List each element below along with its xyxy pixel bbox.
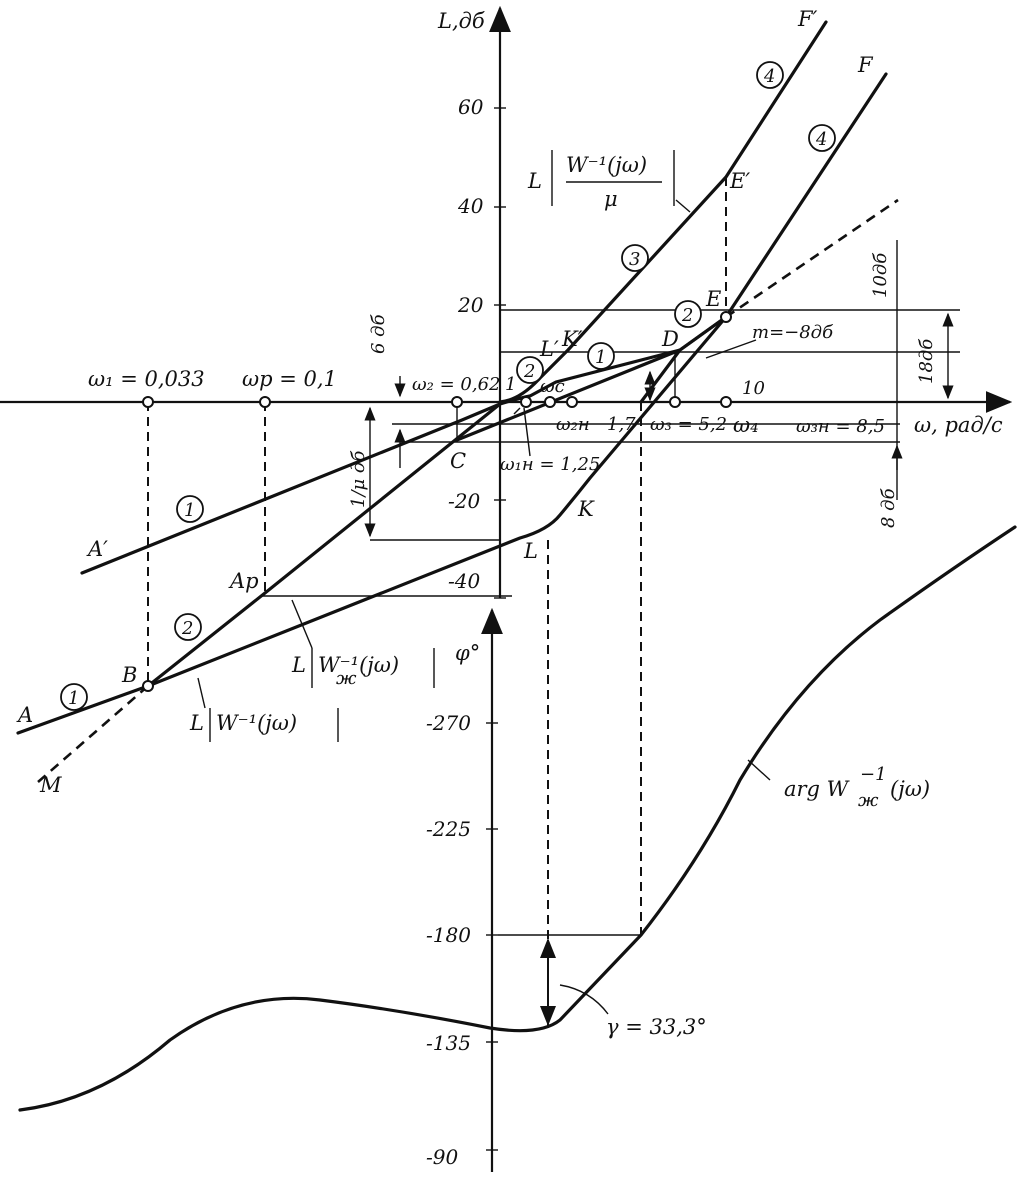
phase-tick-90: -90 (426, 1145, 458, 1169)
tick-m20: -20 (448, 489, 480, 513)
svg-text:W⁻¹(jω): W⁻¹(jω) (216, 711, 297, 735)
axis-points (142, 311, 732, 692)
label-D: D (661, 327, 679, 351)
arg-label: arg W ж −1 (jω) (784, 764, 930, 811)
curve-F (639, 72, 888, 404)
svg-text:L: L (189, 711, 204, 735)
label-B: B (121, 663, 137, 687)
m-label: m=−8дб (752, 322, 834, 343)
label-F-prime: F′ (797, 7, 818, 31)
label-E: E (705, 287, 721, 311)
phase-tick-270: -270 (426, 711, 471, 735)
svg-text:3: 3 (629, 249, 640, 270)
omega3h-label: ω₃н = 8,5 (796, 416, 885, 437)
svg-text:L: L (527, 169, 542, 193)
svg-text:1: 1 (68, 688, 79, 709)
tick-40: 40 (457, 194, 484, 218)
label-L-W-inv: L W⁻¹(jω) (189, 677, 339, 742)
svg-text:1: 1 (184, 500, 195, 521)
circled-2-a: 2 (174, 613, 202, 641)
label-L-prime: L′ (539, 337, 559, 361)
svg-text:W⁻¹(jω): W⁻¹(jω) (318, 653, 399, 677)
omegap-label: ωр = 0,1 (242, 367, 337, 391)
svg-text:ж: ж (336, 668, 357, 689)
circled-2-c: 2 (674, 300, 702, 328)
phase-ticks (486, 722, 498, 1151)
svg-text:−1: −1 (860, 764, 887, 785)
tick-60: 60 (458, 95, 484, 119)
label-A: A (16, 703, 33, 727)
omega3-label: ω₃ = 5,2 (650, 414, 727, 435)
tick-20: 20 (457, 293, 484, 317)
label-L-W-inv-mu: L W⁻¹(jω) μ (527, 150, 691, 213)
omega2-label: ω₂ = 0,62 (412, 374, 501, 395)
svg-text:2: 2 (523, 361, 535, 382)
svg-text:1: 1 (595, 347, 606, 368)
phi-label: φ° (455, 641, 480, 665)
omega1h-label: ω₁н = 1,25 (500, 454, 600, 475)
label-E-prime: E′ (729, 169, 750, 193)
asymptote-upper (725, 198, 899, 319)
svg-text:2: 2 (681, 305, 693, 326)
circled-1-a: 1 (176, 495, 204, 523)
db18-label: 18дб (916, 338, 937, 384)
ten-label: 10 (742, 378, 765, 399)
svg-text:2: 2 (181, 618, 193, 639)
phase-tick-180: -180 (426, 923, 471, 947)
label-K-prime: K′ (561, 327, 583, 351)
circled-3: 3 (621, 244, 649, 272)
omega4-label: ω₄ (733, 413, 759, 437)
omegac-label: ωс (540, 376, 565, 397)
curve-L-W-inv-mu (498, 20, 828, 404)
circled-1-b: 1 (60, 683, 88, 711)
vertical-dashes (147, 177, 727, 1028)
omega2h-label: ω₂н (556, 414, 590, 435)
circled-4-b: 4 (808, 124, 836, 152)
omega1-label: ω₁ = 0,033 (88, 367, 205, 391)
y-axis-label: L,дб (437, 9, 485, 33)
svg-text:W⁻¹(jω): W⁻¹(jω) (566, 153, 647, 177)
svg-text:ж: ж (858, 790, 879, 811)
svg-text:4: 4 (815, 129, 827, 150)
svg-text:arg W: arg W (784, 777, 851, 801)
svg-text:μ: μ (604, 187, 618, 211)
circled-2-b: 2 (516, 356, 544, 384)
label-Ap: Ap (228, 569, 259, 593)
curve-L-W-inv (16, 315, 728, 735)
curve-L-Wk-inv (146, 315, 728, 688)
gamma-label: γ = 33,3° (606, 1015, 707, 1039)
svg-text:(jω): (jω) (890, 777, 930, 801)
asymptote-M (37, 685, 149, 783)
svg-text:4: 4 (763, 66, 775, 87)
svg-text:L: L (291, 653, 306, 677)
v17-label: 1,7 (607, 414, 636, 435)
phase-curve (18, 525, 1017, 1112)
phase-tick-225: -225 (426, 817, 471, 841)
label-M: M (39, 773, 62, 797)
circled-4-a: 4 (756, 61, 784, 89)
db8-label: 8 дб (878, 487, 899, 528)
omega-one-label: 1 (505, 374, 516, 395)
label-A-prime: A′ (86, 537, 108, 561)
label-F: F (857, 53, 874, 77)
phase-tick-135: -135 (426, 1031, 471, 1055)
label-L-Wk-inv: L W⁻¹(jω) ж (291, 599, 435, 689)
x-axis-label: ω, рад/с (914, 413, 1003, 437)
db6-label: 6 дб (368, 313, 389, 354)
label-K: K (577, 497, 595, 521)
curve-A-prime (80, 402, 502, 575)
db-ticks (494, 107, 506, 599)
circled-1-c: 1 (587, 342, 615, 370)
db10-label: 10дб (870, 252, 891, 298)
label-L: L (523, 539, 538, 563)
curve-C-D (455, 348, 682, 442)
tick-m40: -40 (448, 569, 480, 593)
label-C: C (450, 449, 466, 473)
reference-lines (262, 240, 960, 936)
inv-mu-label: 1/μ дб (348, 450, 369, 508)
